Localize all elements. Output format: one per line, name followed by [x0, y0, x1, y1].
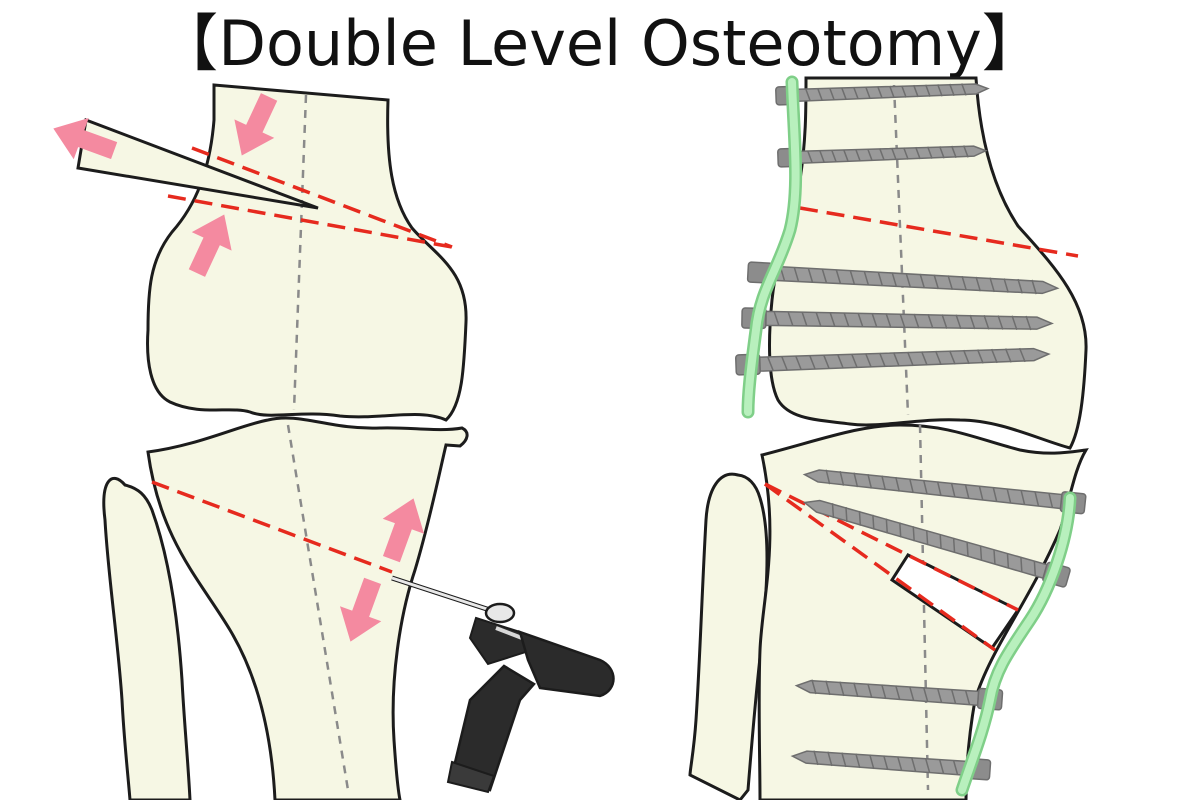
- left-axis-line: [286, 94, 350, 791]
- right-fibula: [688, 472, 769, 800]
- tibial-cut-line: [151, 480, 393, 574]
- femoral-closed-cut-line: [799, 206, 1079, 258]
- wedge-removal-arrow: [53, 117, 118, 160]
- left-fibula: [102, 477, 192, 800]
- tibia-opening-arrow-up: [382, 498, 425, 563]
- tibial-cut-line-upper: [764, 482, 1019, 612]
- right-panel-postoperative: [688, 75, 1089, 800]
- tibia-opening-arrow-down: [339, 577, 382, 642]
- femoral-plate-highlight: [744, 78, 800, 416]
- left-panel-preoperative: [53, 83, 615, 800]
- femoral-cut-line-lower: [167, 194, 453, 249]
- screw-icon: [790, 750, 992, 781]
- femoral-cut-line-upper: [191, 146, 453, 249]
- tibial-cut-line-lower: [763, 482, 997, 652]
- femur-closing-arrow-down: [234, 93, 278, 156]
- left-femur: [146, 83, 468, 422]
- left-tibia: [146, 416, 469, 800]
- tibial-plate-highlight: [958, 494, 1074, 794]
- bone-saw-icon: [391, 575, 615, 794]
- right-femur: [768, 76, 1088, 450]
- tibial-screws: [790, 469, 1087, 781]
- femur-closing-arrow-up: [188, 214, 232, 277]
- diagram-title: 【Double Level Osteotomy】: [156, 7, 1044, 80]
- screw-icon: [746, 261, 1060, 295]
